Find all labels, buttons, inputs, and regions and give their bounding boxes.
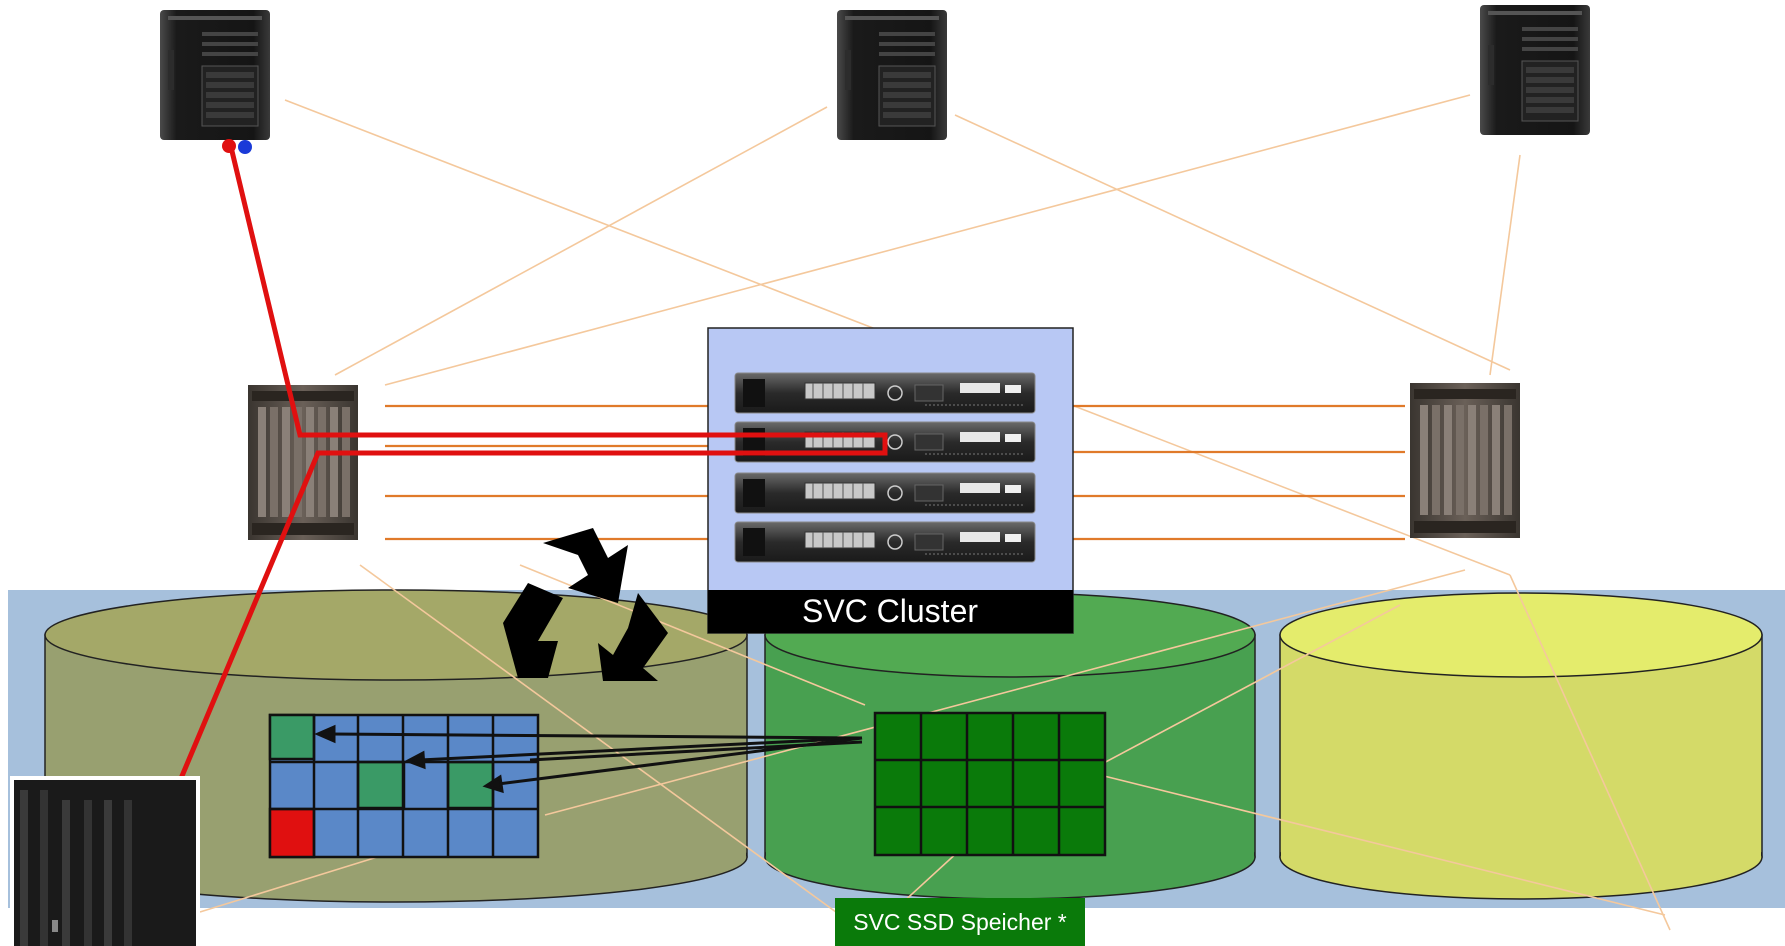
san-switch-right[interactable] (1410, 383, 1520, 538)
host-server-middle[interactable] (836, 9, 948, 141)
host-server-right[interactable] (1479, 4, 1591, 136)
svc-node-3[interactable] (734, 472, 1036, 514)
svc-cluster-panel[interactable]: SVC Cluster (707, 327, 1074, 634)
ssd-storage-label: SVC SSD Speicher * (853, 909, 1067, 935)
ssd-extent-grid (873, 711, 1107, 857)
host-port-blue-dot (238, 140, 252, 154)
san-switch-left[interactable] (248, 385, 358, 540)
io-path (147, 146, 888, 853)
svc-node-1[interactable] (734, 372, 1036, 414)
recycle-icon (503, 528, 668, 681)
ssd-storage-label-box: SVC SSD Speicher * (835, 898, 1085, 946)
hot-extent (268, 807, 316, 859)
storage-pool-right (1279, 592, 1763, 900)
svc-cluster-label-bg (708, 590, 1073, 633)
migration-arrows (314, 724, 863, 794)
svc-node-4[interactable] (734, 521, 1036, 563)
svc-cluster-label: SVC Cluster (802, 593, 978, 629)
extent-grid-left (268, 713, 540, 859)
host-server-left[interactable] (159, 9, 271, 154)
storage-system-icon[interactable] (10, 776, 200, 946)
